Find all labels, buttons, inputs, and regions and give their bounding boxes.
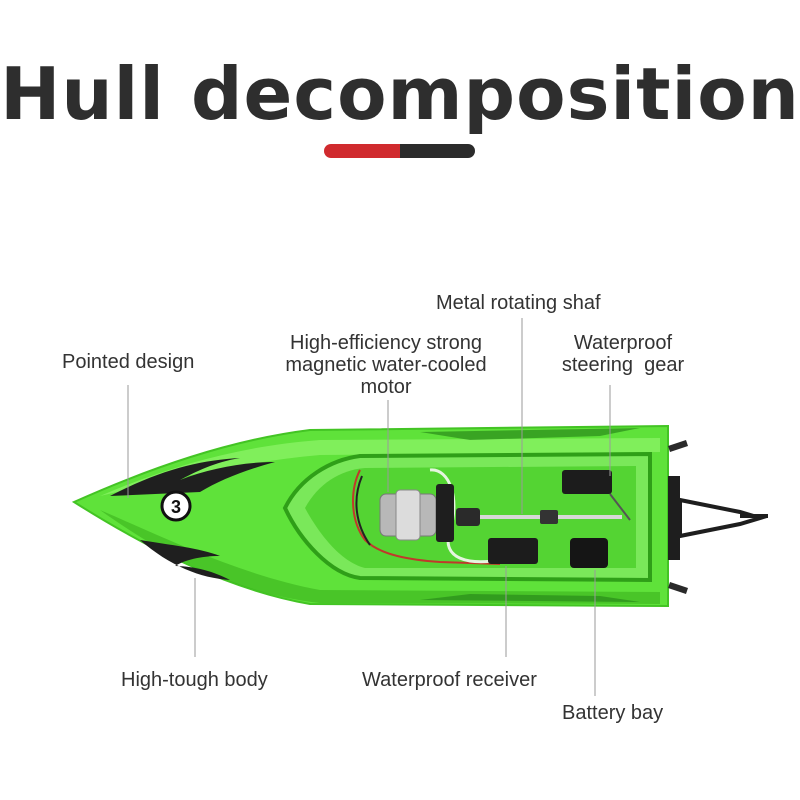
flame-decal-side-bottom xyxy=(420,594,640,602)
hull-number-badge xyxy=(160,490,192,522)
rudder-bracket xyxy=(678,497,767,539)
label-steering-line1: Waterproof xyxy=(573,332,673,354)
label-motor-line2: magnetic water-cooled xyxy=(285,354,487,376)
label-high-tough-body: High-tough body xyxy=(121,669,268,691)
fin-bottom xyxy=(668,582,688,594)
flame-decal-side xyxy=(420,428,640,440)
label-motor: High-efficiency strong magnetic water-co… xyxy=(270,332,502,398)
divider-dark-segment xyxy=(400,144,475,158)
label-steering-line2: steering gear xyxy=(561,354,685,376)
transom-plate xyxy=(668,476,680,560)
steering-linkage xyxy=(609,493,631,521)
leader-lines xyxy=(127,318,611,696)
battery-bay-box xyxy=(570,538,608,568)
receiver-box xyxy=(488,538,538,564)
coupling xyxy=(456,508,480,526)
title-divider xyxy=(324,144,475,158)
label-motor-line3: motor xyxy=(360,376,412,398)
steering-servo xyxy=(562,470,612,494)
divider-red-segment xyxy=(324,144,400,158)
hull-number: 3 xyxy=(171,497,181,517)
boat-components xyxy=(352,468,631,568)
fin-top xyxy=(668,440,688,452)
label-waterproof-receiver: Waterproof receiver xyxy=(362,669,537,691)
rudder-assembly xyxy=(668,440,768,594)
flame-decal-bottom xyxy=(140,540,230,580)
label-metal-shaft: Metal rotating shaf xyxy=(436,292,601,314)
motor-coil xyxy=(395,489,421,541)
motor-mount xyxy=(436,484,454,542)
page-title: Hull decomposition xyxy=(0,52,800,136)
label-battery-bay: Battery bay xyxy=(562,702,664,724)
label-motor-line1: High-efficiency strong xyxy=(290,332,482,354)
hull-shadow xyxy=(100,510,660,604)
flame-decal-top xyxy=(110,458,275,496)
label-pointed-design: Pointed design xyxy=(62,351,195,373)
motor-wires-black xyxy=(355,475,371,546)
shaft-clamp xyxy=(540,510,558,524)
motor-wires xyxy=(352,469,501,565)
label-steering-gear: Waterproof steering gear xyxy=(550,332,696,376)
hull-highlight xyxy=(100,438,660,496)
